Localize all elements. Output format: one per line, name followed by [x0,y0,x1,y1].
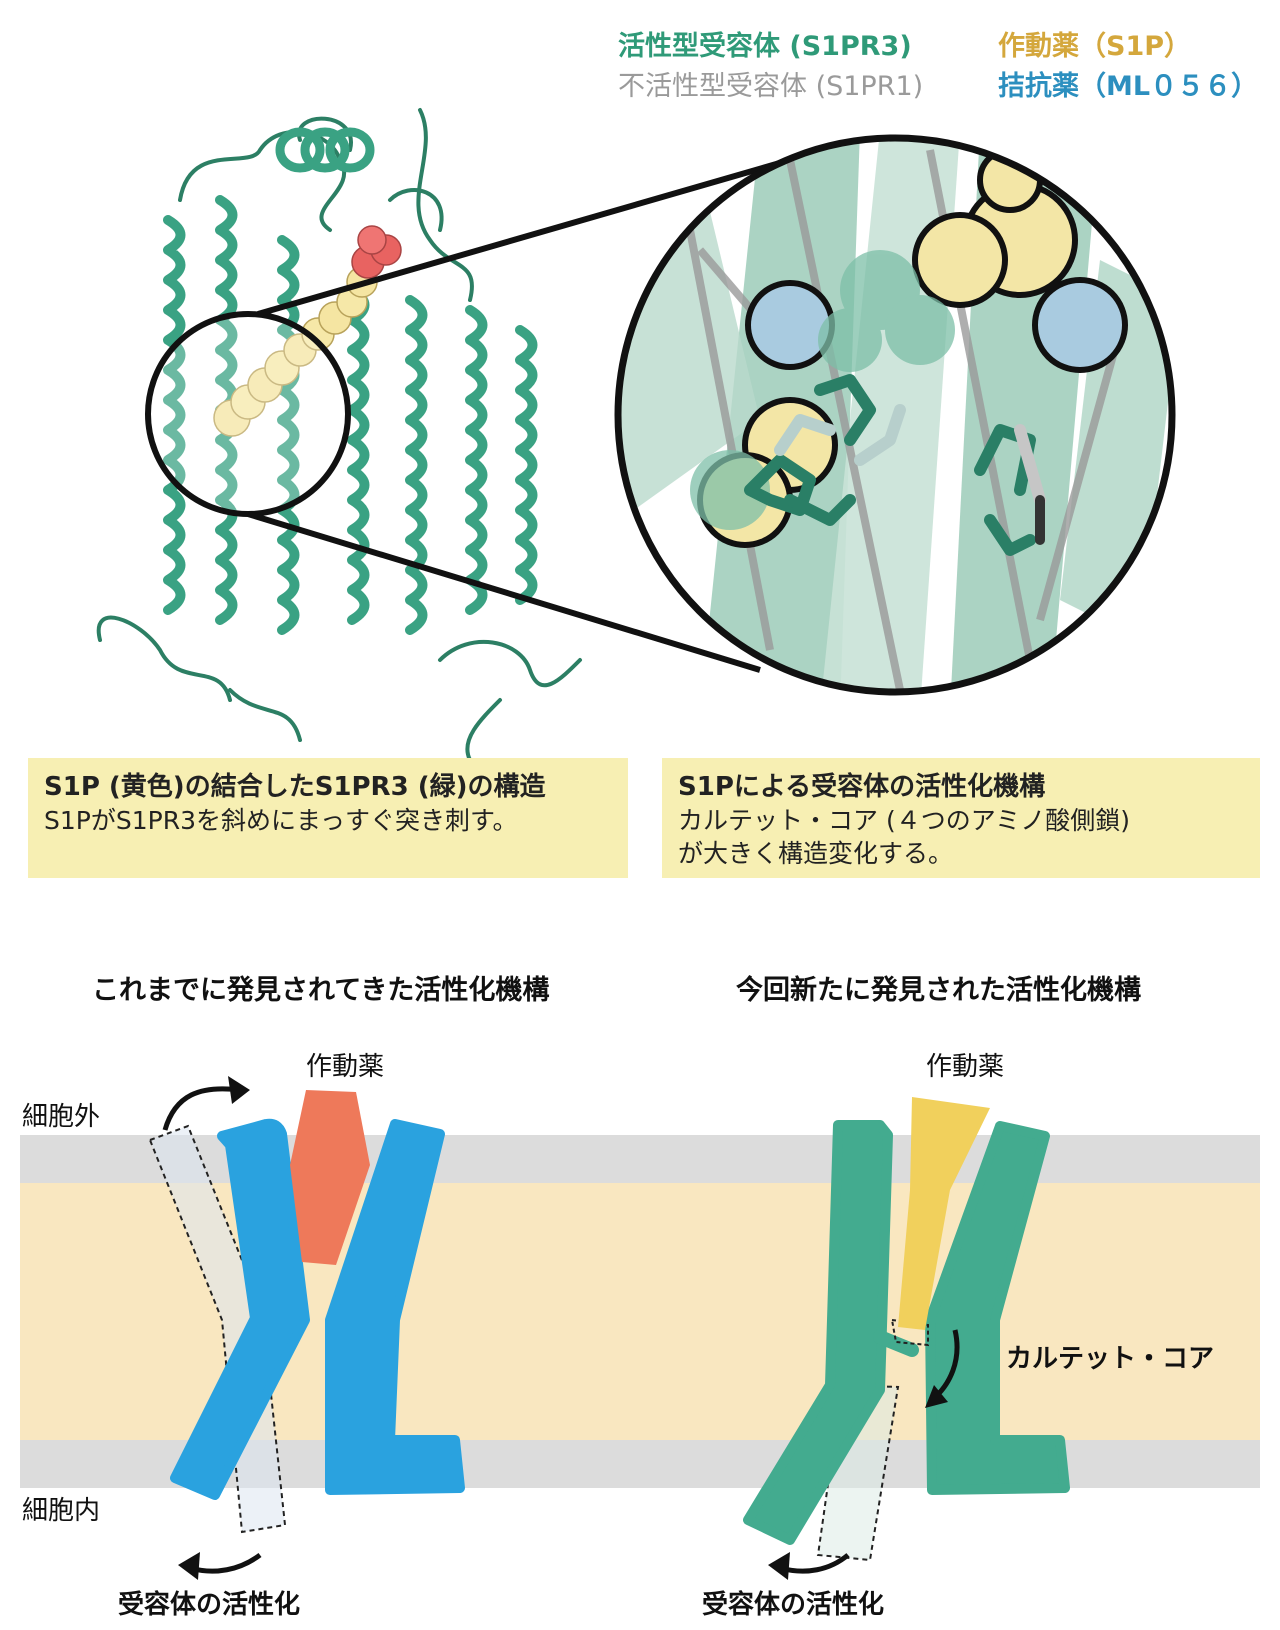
caption-right-body-2: が大きく構造変化する。 [678,839,954,868]
label-activation-right: 受容体の活性化 [702,1590,885,1620]
right-blue-helix [325,1119,465,1495]
top-coil [275,127,375,173]
mechanism-right-title: 今回新たに発見された活性化機構 [736,975,1141,1006]
legend-antagonist: 拮抗薬（ML０５６） [998,71,1259,102]
rotation-arrow-bottom-right [779,1553,850,1574]
rotation-arrow-bottom [189,1552,262,1574]
label-outside-cell: 細胞外 [22,1102,101,1132]
membrane-outer-band [20,1135,1260,1183]
caption-left-body: S1PがS1PR3を斜めにまっすぐ突き刺す。 [44,806,518,835]
big-zoom-circle [614,134,1176,696]
zoom-detail [618,138,1172,692]
side-chains [744,374,1046,556]
left-blue-helix [170,1118,310,1500]
caption-right-body-1: カルテット・コア (４つのアミノ酸側鎖) [678,806,1130,835]
quartet-core-stub [873,1330,919,1357]
caption-left-title: S1P (黄色)の結合したS1PR3 (緑)の構造 [44,772,546,802]
zoom-connector-top [257,157,791,317]
agonist-yellow [898,1097,990,1330]
previous-helix-ghost-right [816,1383,900,1562]
s1p-ligand [213,225,402,437]
previous-helix-ghost [148,1124,287,1534]
active-receptor-blobs [690,250,955,530]
caption-left: S1P (黄色)の結合したS1PR3 (緑)の構造 S1PがS1PR3を斜めにま… [28,758,628,878]
label-agonist-left: 作動薬 [306,1052,385,1082]
label-inside-cell: 細胞内 [22,1496,101,1526]
caption-right: S1Pによる受容体の活性化機構 カルテット・コア (４つのアミノ酸側鎖) が大き… [662,758,1260,878]
right-green-helix [925,1121,1070,1495]
label-quartet-core: カルテット・コア [1006,1344,1215,1374]
legend-agonist: 作動薬（S1P） [998,31,1192,62]
membrane-inner-band [20,1440,1260,1488]
label-activation-left: 受容体の活性化 [118,1590,301,1620]
label-agonist-right: 作動薬 [926,1052,1005,1082]
legend-inactive-receptor: 不活性型受容体 (S1PR1) [618,71,924,102]
left-green-helix [743,1120,893,1545]
caption-right-title: S1Pによる受容体の活性化機構 [678,772,1046,802]
mechanism-left-title: これまでに発見されてきた活性化機構 [92,975,550,1006]
rotation-arrow-top [162,1086,241,1131]
agonist-orange [290,1090,370,1265]
antagonist-blobs [745,277,1128,373]
zoom-connector-bottom [247,511,761,673]
protein-structure-illustration [96,108,1176,760]
membrane-core [20,1183,1260,1440]
legend-active-receptor: 活性型受容体 (S1PR3) [618,31,912,62]
small-zoom-circle [145,311,351,517]
quartet-arrow [930,1329,960,1402]
